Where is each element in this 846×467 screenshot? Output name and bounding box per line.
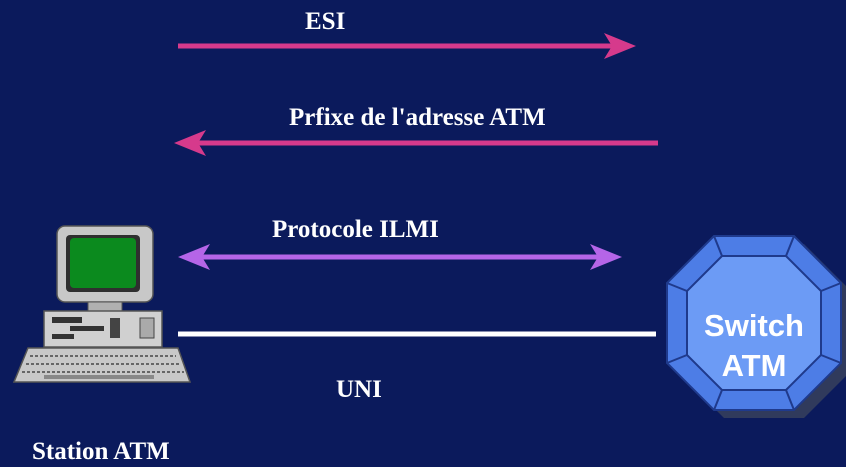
esi-label: ESI (305, 8, 346, 35)
station-label: Station ATM (32, 438, 170, 465)
prefix-label: Prfixe de l'adresse ATM (289, 104, 546, 131)
computer-icon (12, 225, 192, 383)
switch-label-line1: Switch (704, 308, 804, 343)
uni-label: UNI (336, 376, 382, 403)
octagon-switch-icon (666, 235, 846, 418)
ilmi-arrow (178, 244, 622, 270)
esi-arrow (178, 33, 636, 59)
ilmi-label: Protocole ILMI (272, 216, 439, 243)
switch-label-line2: ATM (721, 348, 787, 383)
prefix-arrow (174, 130, 658, 156)
